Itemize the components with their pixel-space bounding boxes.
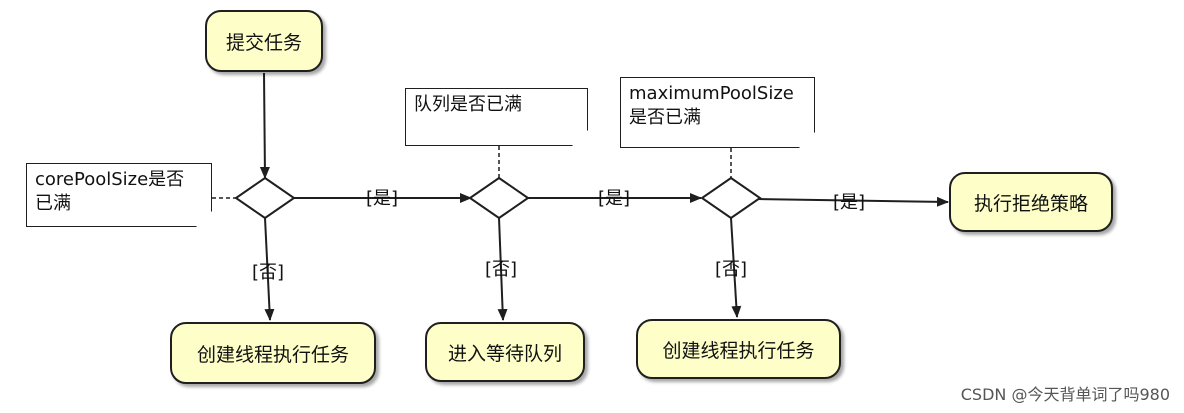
edge-label-no-3: [否]: [715, 259, 748, 280]
edge-decision-1-to-create-thread-1: [264, 217, 275, 321]
note-core-pool-full: corePoolSize是否 已满: [26, 163, 212, 227]
note-queue-line-1: 队列是否已满: [414, 94, 522, 115]
watermark: CSDN @今天背单词了吗980: [960, 385, 1170, 404]
note-max-line-1: maximumPoolSize: [629, 83, 794, 104]
node-create-thread-2: 创建线程执行任务: [636, 319, 841, 379]
note-core-line-2: 已满: [35, 193, 71, 214]
note-queue-full: 队列是否已满: [405, 88, 588, 146]
edge-decision-3-to-create-thread-2: [730, 217, 742, 318]
edge-submit-to-decision-1: [259, 72, 270, 179]
edge-label-yes-2: [是]: [598, 188, 631, 209]
node-submit-task: 提交任务: [205, 10, 323, 72]
node-create-thread-1: 创建线程执行任务: [170, 322, 376, 384]
decision-max-diamond: [700, 176, 762, 220]
decision-queue-diamond: [468, 176, 530, 220]
decision-core-diamond: [234, 176, 296, 220]
note-core-line-1: corePoolSize是否: [35, 169, 185, 190]
note-max-line-2: 是否已满: [629, 107, 701, 128]
edge-decision-3-to-reject: [757, 196, 949, 207]
node-enter-queue: 进入等待队列: [425, 322, 585, 382]
edge-label-yes-3: [是]: [833, 192, 866, 213]
edge-decision-2-to-enter-queue: [497, 217, 508, 321]
edge-label-yes-1: [是]: [366, 188, 399, 209]
node-reject-policy: 执行拒绝策略: [949, 172, 1113, 232]
note-max-pool-full: maximumPoolSize 是否已满: [620, 77, 815, 148]
edge-label-no-2: [否]: [485, 259, 518, 280]
edge-label-no-1: [否]: [252, 262, 285, 283]
